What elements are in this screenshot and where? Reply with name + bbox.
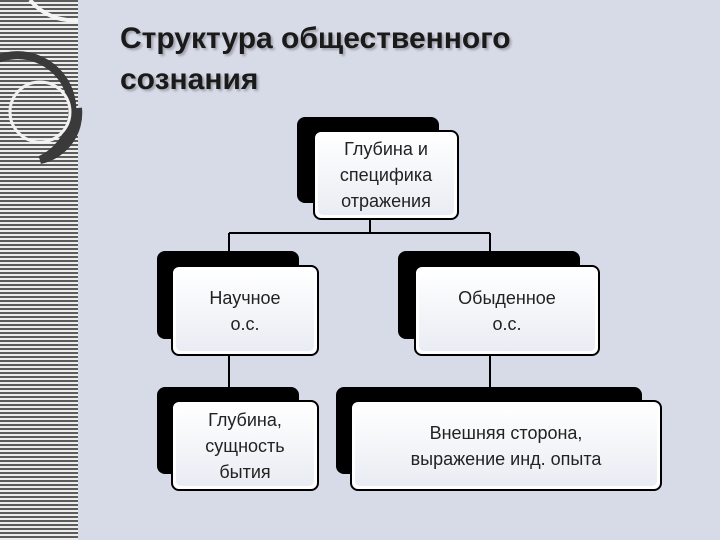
left-child-node: Глубина, сущность бытия xyxy=(171,400,319,491)
left-line-2: о.с. xyxy=(230,313,260,334)
left-child-text: Глубина, сущность бытия xyxy=(201,407,288,485)
root-line-2: специфика xyxy=(339,165,433,185)
root-line-1: Глубина и xyxy=(344,139,428,159)
title-line-1: Структура общественного xyxy=(120,22,511,55)
left-child-line-3: бытия xyxy=(219,461,271,482)
right-child-line-1: Внешняя сторона, xyxy=(429,422,583,443)
left-node: Научное о.с. xyxy=(171,265,319,356)
right-line-1: Обыденное xyxy=(458,287,556,308)
slide-title: Структура общественного сознания xyxy=(120,18,680,100)
left-node-text: Научное о.с. xyxy=(205,285,284,337)
right-child-line-2: выражение инд. опыта xyxy=(410,448,602,469)
right-child-node: Внешняя сторона, выражение инд. опыта xyxy=(350,400,662,491)
right-line-2: о.с. xyxy=(492,313,522,334)
root-node-text: Глубина и специфика отражения xyxy=(336,136,436,214)
right-node: Обыденное о.с. xyxy=(414,265,600,356)
left-child-line-1: Глубина, xyxy=(208,409,282,430)
right-node-text: Обыденное о.с. xyxy=(454,285,560,337)
right-child-text: Внешняя сторона, выражение инд. опыта xyxy=(407,420,606,472)
decorative-circles xyxy=(0,0,83,164)
root-line-3: отражения xyxy=(341,191,431,211)
left-child-line-2: сущность xyxy=(205,435,285,456)
root-node: Глубина и специфика отражения xyxy=(313,130,459,220)
title-line-2: сознания xyxy=(120,63,259,96)
left-line-1: Научное xyxy=(209,287,281,308)
